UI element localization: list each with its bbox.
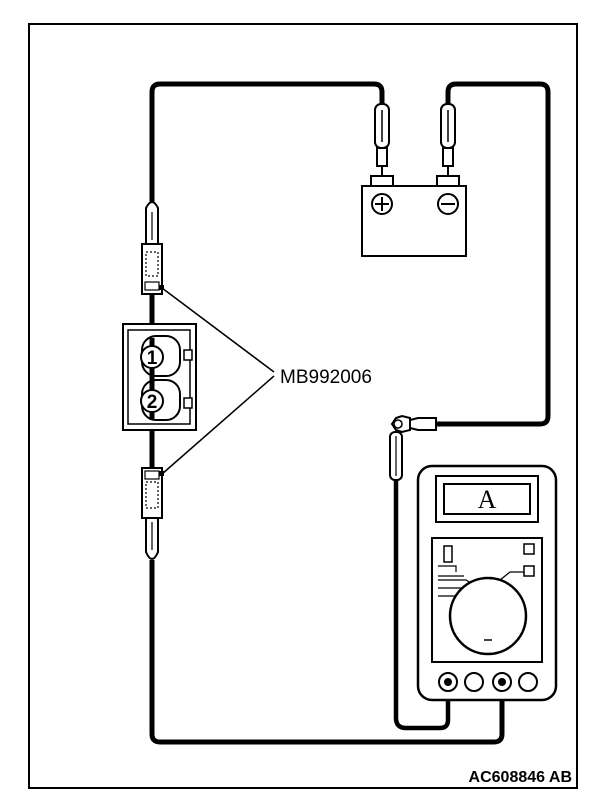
wire-battery-negative [432,81,551,427]
battery-negative-terminal [437,193,459,215]
relay-connector: 1 2 [122,323,197,431]
wire-top-left [149,81,385,202]
lower-test-harness [141,416,163,560]
wire-meter-lead [393,476,451,731]
diagram-frame [28,23,578,789]
upper-test-harness [141,201,163,340]
alligator-clip-probe [389,414,437,481]
callout-leaders [159,285,275,476]
battery [361,103,467,257]
multimeter-reading: A [478,485,497,514]
relay-terminal-1: 1 [147,348,158,369]
multimeter: A [416,464,558,702]
callout-label: MB992006 [280,367,372,388]
multimeter-rotary-dial [448,576,528,656]
battery-positive-probe [374,103,390,178]
battery-positive-terminal [371,193,393,215]
wire-bottom [149,560,505,745]
battery-negative-probe [440,103,456,178]
multimeter-input-jacks [438,672,538,692]
relay-terminal-2: 2 [147,392,158,413]
figure-code: AC608846 AB [469,769,572,786]
